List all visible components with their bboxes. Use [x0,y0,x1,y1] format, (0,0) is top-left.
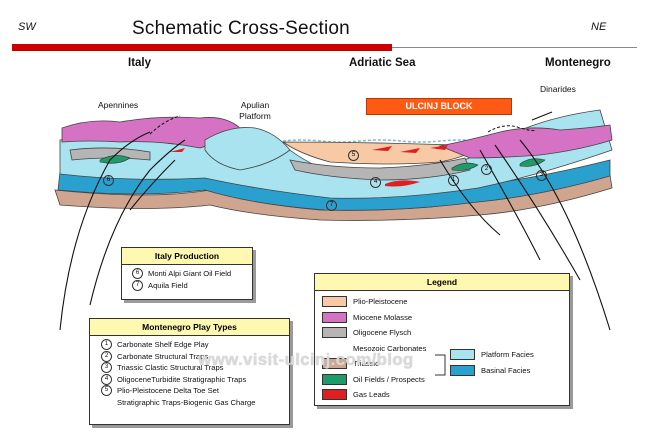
legend-item: Plio-Pleistocene [322,296,569,308]
label-apennines: Apennines [98,100,139,110]
legend-swatch-oil [322,373,347,385]
italy-item-num: 6 [132,268,143,279]
marker-1: 1 [448,175,459,186]
play-type-item: 2 Carbonate Structural Traps [101,350,289,363]
legend-label: Plio-Pleistocene [353,297,408,306]
legend-item: Gas Leads [322,389,569,401]
legend-swatch-triassic [322,358,347,369]
play-text: Carbonate Structural Traps [117,351,209,361]
legend-swatch-plio [322,296,347,307]
legend-label: Basinal Facies [481,366,531,375]
play-type-item: 1 Carbonate Shelf Edge Play [101,339,289,351]
thrust-arrow-head [531,111,553,121]
legend-title: Legend [315,274,569,291]
italy-production-title: Italy Production [122,248,252,265]
legend-item: Miocene Molasse [322,311,569,324]
play-type-item: 4 OligoceneTurbidite Stratigraphic Traps [101,373,289,386]
label-apulian-line2: Platform [239,111,271,121]
label-apulian-line1: Apulian [240,100,270,110]
play-num: 3 [101,362,112,373]
marker-3: 3 [536,170,547,181]
play-num: 5 [101,385,112,396]
ne-direction-label: NE [591,21,607,33]
italy-item-text: Aquila Field [148,280,188,290]
legend-facies-item: Platform Facies [450,349,534,361]
legend-swatch-miocene [322,311,347,323]
legend-label: Mesozoic Carbonates [353,343,427,353]
oil-prospect-3 [519,158,546,167]
oil-prospect-1 [451,162,479,171]
play-text: Carbonate Shelf Edge Play [117,340,209,349]
page-title: Schematic Cross-Section [132,18,350,39]
region-montenegro: Montenegro [545,57,611,69]
legend-label: Oligocene Flysch [353,328,412,337]
italy-production-box: Italy Production 6 Monti Alpi Giant Oil … [121,247,253,300]
oil-field-6 [99,155,131,164]
play-type-item-continued: Stratigraphic Traps-Biogenic Gas Charge [101,397,289,409]
legend-box: Legend Plio-Pleistocene Miocene Molasse … [314,273,570,406]
legend-facies-item: Basinal Facies [450,365,530,377]
thrust-arrow-apennines [149,115,181,135]
legend-item: Mesozoic Carbonates [322,343,569,355]
play-num: 1 [101,339,112,350]
miocene-molasse-montenegro [438,124,613,159]
italy-production-item: 7 Aquila Field [132,279,252,292]
montenegro-play-types-box: Montenegro Play Types 1 Carbonate Shelf E… [89,318,290,425]
italy-item-text: Monti Alpi Giant Oil Field [148,269,232,278]
legend-item: Triassic [322,358,569,370]
legend-item: Oligocene Flysch [322,327,569,339]
play-type-item: 3 Triassic Clastic Structural Traps [101,362,289,374]
legend-label: Gas Leads [353,390,390,399]
title-underline-thin [392,47,637,48]
legend-swatch-basinal [450,365,475,376]
gas-lead-d [385,180,420,187]
gas-lead-a [372,146,392,151]
marker-4: 4 [370,177,381,188]
play-text: Stratigraphic Traps-Biogenic Gas Charge [117,397,256,407]
marker-2: 2 [481,164,492,175]
gas-lead-italy [170,148,185,152]
apulian-platform-high [204,127,291,171]
ulcinj-block-badge: ULCINJ BLOCK [366,98,512,115]
gas-lead-b [400,148,420,153]
marker-5: 5 [348,150,359,161]
legend-label: Triassic [353,359,379,368]
sea-surface [282,139,481,143]
sw-direction-label: SW [18,21,36,33]
italy-item-num: 7 [132,279,143,291]
italy-production-item: 6 Monti Alpi Giant Oil Field [132,268,252,280]
title-underline-bar [12,44,392,51]
play-text: OligoceneTurbidite Stratigraphic Traps [117,374,247,384]
legend-label: Miocene Molasse [353,312,413,322]
gas-lead-c [430,145,448,150]
marker-6: 6 [103,175,114,186]
watermark-url: www.visit-ulcinj.com/blog [198,350,414,369]
legend-label: Oil Fields / Prospects [353,374,425,384]
region-italy: Italy [128,57,152,69]
legend-swatch-gas [322,389,347,400]
oligocene-flysch-layer [289,157,471,181]
legend-label: Platform Facies [481,350,534,359]
thrust-arrow-dinarides [487,125,536,133]
legend-swatch-oligocene [322,327,347,338]
region-adriatic-sea: Adriatic Sea [349,57,416,69]
play-text: Triassic Clastic Structural Traps [117,363,224,372]
facies-bracket [435,354,446,376]
montenegro-play-types-title: Montenegro Play Types [90,319,289,336]
legend-swatch-platform [450,349,475,360]
label-apulian-platform: Apulian Platform [232,100,278,122]
play-text: Plio-Pleistocene Delta Toe Set [117,386,220,395]
play-num: 4 [101,373,112,385]
play-num: 2 [101,350,112,362]
play-type-item: 5 Plio-Pleistocene Delta Toe Set [101,385,289,397]
oligocene-flysch-italy [69,147,151,161]
legend-item: Oil Fields / Prospects [322,373,569,386]
marker-7: 7 [326,200,337,211]
label-dinarides: Dinarides [540,84,576,94]
